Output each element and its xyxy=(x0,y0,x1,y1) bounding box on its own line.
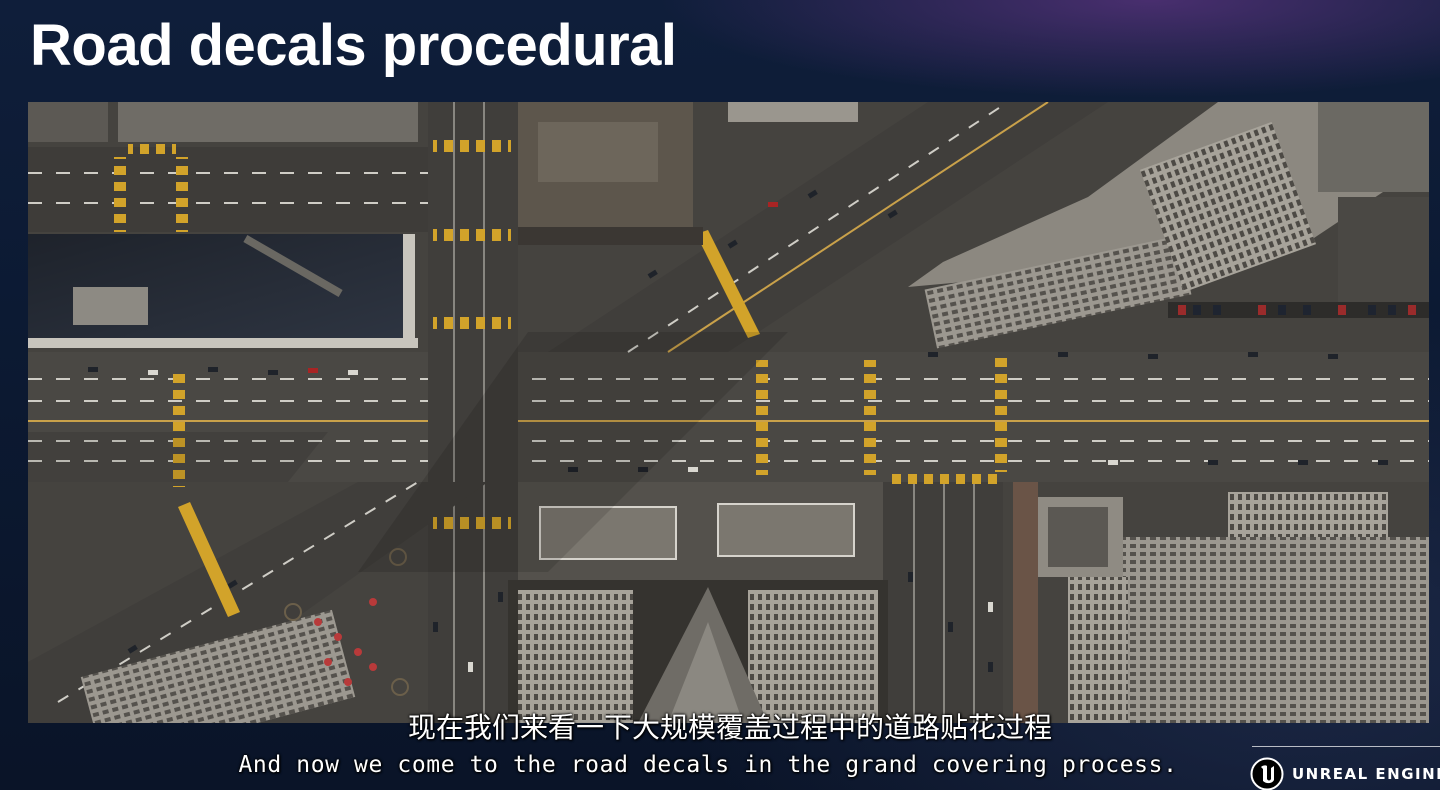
city-scene-illustration xyxy=(28,102,1429,723)
logo-text: UNREAL ENGINE xyxy=(1292,765,1440,783)
unreal-engine-logo: UNREAL ENGINE xyxy=(1250,756,1440,790)
subtitle-english: And now we come to the road decals in th… xyxy=(238,752,1178,778)
unreal-engine-logo-icon xyxy=(1250,757,1284,790)
slide-title: Road decals procedural xyxy=(30,13,677,78)
logo-divider xyxy=(1252,746,1440,747)
aerial-city-image xyxy=(28,102,1429,723)
subtitle-chinese: 现在我们来看一下大规模覆盖过程中的道路贴花过程 xyxy=(407,711,1052,744)
